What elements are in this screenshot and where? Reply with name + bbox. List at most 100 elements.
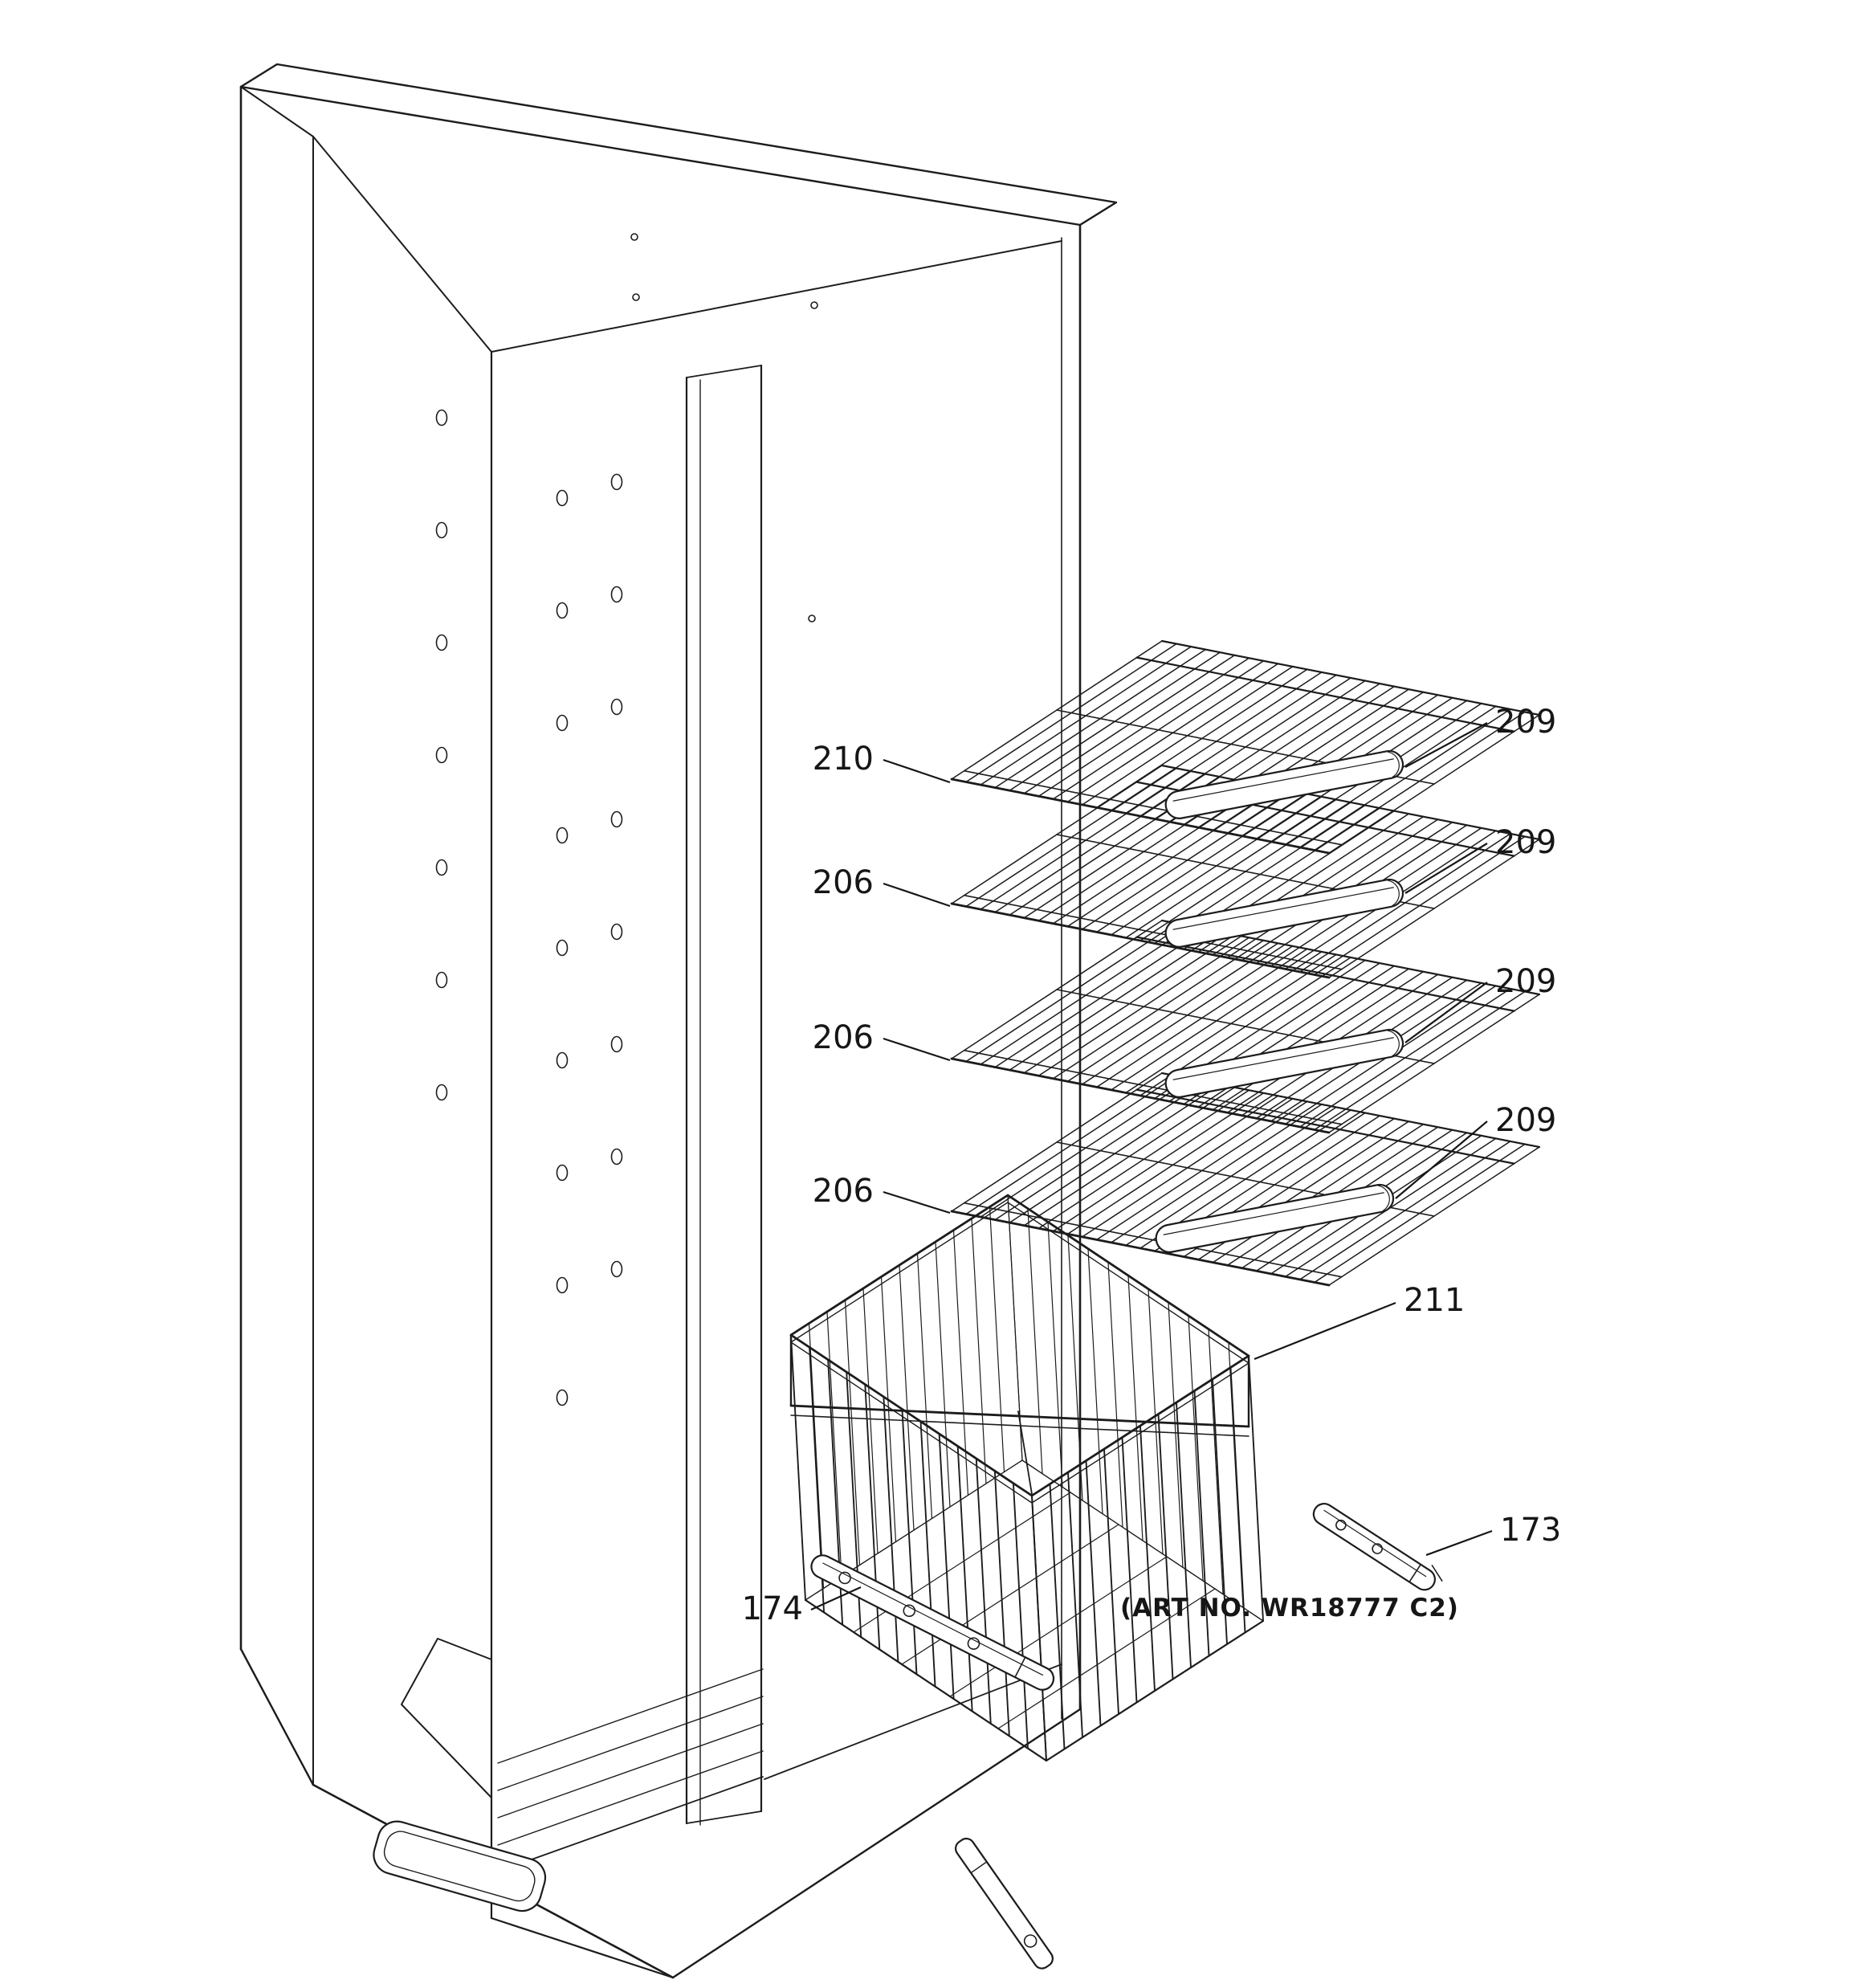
- trim-tube-endcap: [1387, 880, 1400, 907]
- callout-209-d: 209: [1495, 1102, 1556, 1139]
- basket-wire: [935, 1241, 951, 1508]
- leader-209-c: [1404, 982, 1488, 1043]
- callouts-group: 210 206 206 206 209 209 209 209 211 173 …: [742, 704, 1562, 1627]
- callout-211: 211: [1404, 1282, 1465, 1319]
- screw-hole: [810, 301, 818, 309]
- trim-tube: [1155, 1183, 1395, 1253]
- shelf-support-hole: [435, 521, 448, 539]
- rail-tab: [1014, 1656, 1026, 1678]
- mullion-bottom: [686, 1810, 762, 1824]
- basket-wire: [862, 1288, 879, 1554]
- shelf-support-hole: [556, 1051, 569, 1069]
- callout-173: 173: [1500, 1512, 1561, 1549]
- basket-wire: [975, 1457, 992, 1725]
- cabinet-group: [239, 63, 1118, 1979]
- basket-wire: [1067, 1472, 1083, 1738]
- basket-wire: [864, 1383, 881, 1651]
- shelf-trim-3: [1164, 1028, 1404, 1098]
- leader-173: [1425, 1529, 1493, 1557]
- trim-tube: [1164, 878, 1404, 948]
- basket-bottom-back-edge: [805, 1459, 1264, 1622]
- slide-rail-174: [810, 1554, 1055, 1970]
- base-pan-outline: [373, 1820, 547, 1912]
- cabinet-top-left-edge: [240, 86, 314, 137]
- trim-tube: [1164, 1028, 1404, 1098]
- basket-bottom-wire: [997, 1588, 1216, 1729]
- leader-209-a: [1404, 722, 1488, 768]
- basket-wire: [1085, 1459, 1102, 1727]
- slide-rail-173: [1312, 1502, 1443, 1591]
- basket-wire: [844, 1299, 861, 1566]
- bracket-outline: [954, 1837, 1054, 1970]
- basket-wire: [1047, 1221, 1063, 1488]
- basket-wire: [956, 1445, 973, 1712]
- leader-210: [883, 758, 951, 784]
- cabinet-bottom-front-edge: [671, 1708, 1082, 1979]
- callout-174: 174: [742, 1590, 803, 1627]
- shelf-front-rail-inner: [963, 769, 1343, 846]
- callout-209-a: 209: [1495, 704, 1556, 741]
- rail-173-body: [1312, 1502, 1443, 1591]
- basket-wire: [916, 1252, 933, 1520]
- callout-206-c: 206: [813, 1173, 874, 1210]
- rail-inner-line: [1323, 1509, 1427, 1578]
- rail-hole: [967, 1637, 980, 1650]
- callout-206-a: 206: [813, 864, 874, 901]
- shelf-support-hole: [610, 586, 623, 603]
- trim-tube-body: [1164, 749, 1404, 819]
- shelf-support-hole: [556, 827, 569, 844]
- shelf-front-rail: [950, 1057, 1331, 1134]
- basket-handle-bar: [789, 1404, 1250, 1428]
- rail-tab: [1408, 1564, 1443, 1582]
- trim-tube-highlight: [1172, 887, 1394, 930]
- screw-hole: [808, 614, 816, 623]
- shelf-support-hole: [610, 923, 623, 941]
- rail-inner-line: [822, 1562, 1044, 1676]
- shelf-rear-rail: [1135, 936, 1515, 1012]
- mullion-top: [686, 365, 762, 378]
- shelf-support-hole: [556, 939, 569, 957]
- basket-wire: [790, 1334, 806, 1601]
- shelf-trim-1: [1164, 749, 1404, 819]
- basket-handle-brace: [1017, 1410, 1033, 1495]
- basket-wire: [1193, 1390, 1210, 1657]
- basket-bottom-wire: [901, 1524, 1119, 1665]
- ice-chute: [401, 1638, 492, 1798]
- base-pan-inner: [383, 1831, 536, 1902]
- trim-tube-body: [1164, 878, 1404, 948]
- shelf-support-hole: [556, 1164, 569, 1182]
- basket-wire: [1157, 1413, 1174, 1680]
- basket-wire: [989, 1206, 1005, 1473]
- screw-hole: [632, 293, 640, 301]
- shelf-support-hole: [556, 714, 569, 732]
- basket-wire: [1087, 1248, 1103, 1515]
- basket-wire: [899, 1264, 915, 1531]
- shelf-front-rail: [950, 1210, 1331, 1287]
- shelf-support-hole: [556, 1389, 569, 1406]
- callout-210: 210: [813, 741, 874, 778]
- leader-206-b: [883, 1037, 951, 1062]
- shelf-support-hole: [556, 602, 569, 619]
- basket-wire: [1067, 1235, 1083, 1501]
- shelf-support-hole: [610, 1260, 623, 1278]
- rail-hole: [1335, 1519, 1347, 1531]
- trim-tube-endcap: [1377, 1185, 1390, 1212]
- floor-louver-line: [497, 1668, 764, 1764]
- basket-wire: [901, 1408, 918, 1676]
- basket-wire: [993, 1470, 1010, 1737]
- basket-wire: [1012, 1482, 1029, 1749]
- basket-wire: [1188, 1315, 1204, 1582]
- floor-louver-line: [497, 1723, 764, 1819]
- basket-wire: [1107, 1261, 1123, 1528]
- basket-wire: [1248, 1355, 1264, 1622]
- leader-174: [810, 1586, 862, 1611]
- floor-louver-line: [497, 1696, 764, 1791]
- shelf-support-hole: [556, 1276, 569, 1294]
- shelf-rear-rail: [1135, 656, 1515, 733]
- wire-shelf-3: [950, 919, 1541, 1134]
- rail-174-bracket: [954, 1837, 1054, 1970]
- basket-wire: [1139, 1425, 1156, 1692]
- shelf-front-rail: [950, 778, 1331, 855]
- basket-wire: [1049, 1483, 1066, 1750]
